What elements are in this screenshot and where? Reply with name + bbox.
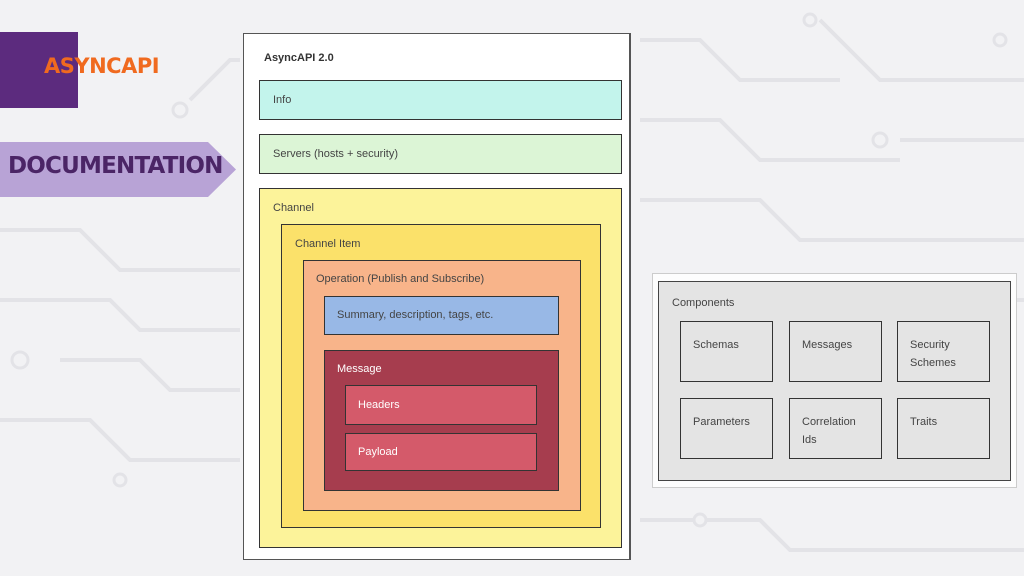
section-label: DOCUMENTATION [8, 153, 223, 179]
component-parameters: Parameters [680, 398, 773, 459]
brand-square [0, 32, 78, 108]
info-block: Info [259, 80, 622, 120]
asyncapi-document-diagram: AsyncAPI 2.0 Info Servers (hosts + secur… [243, 33, 631, 560]
message-label: Message [337, 363, 382, 375]
summary-label: Summary, description, tags, etc. [337, 309, 494, 321]
servers-label: Servers (hosts + security) [273, 148, 399, 160]
summary-block: Summary, description, tags, etc. [324, 296, 559, 335]
headers-label: Headers [358, 399, 400, 411]
component-schemas: Schemas [680, 321, 773, 382]
operation-block: Operation (Publish and Subscribe) Summar… [303, 260, 581, 511]
servers-block: Servers (hosts + security) [259, 134, 622, 174]
channel-label: Channel [273, 202, 314, 214]
component-traits: Traits [897, 398, 990, 459]
channel-block: Channel Channel Item Operation (Publish … [259, 188, 622, 548]
document-title: AsyncAPI 2.0 [264, 52, 334, 64]
info-label: Info [273, 94, 292, 106]
section-arrow-banner [0, 142, 236, 197]
components-title: Components [672, 297, 735, 309]
message-block: Message Headers Payload [324, 350, 559, 491]
component-security-schemes: Security Schemes [897, 321, 990, 382]
channel-item-block: Channel Item Operation (Publish and Subs… [281, 224, 601, 528]
channel-item-label: Channel Item [295, 238, 361, 250]
payload-block: Payload [345, 433, 537, 471]
payload-label: Payload [358, 446, 398, 458]
component-correlation-ids: Correlation Ids [789, 398, 882, 459]
brand-logo-text: ASYNCAPI [44, 54, 160, 78]
components-diagram: Components Schemas Messages Security Sch… [658, 281, 1011, 481]
component-messages: Messages [789, 321, 882, 382]
headers-block: Headers [345, 385, 537, 425]
operation-label: Operation (Publish and Subscribe) [316, 273, 485, 285]
